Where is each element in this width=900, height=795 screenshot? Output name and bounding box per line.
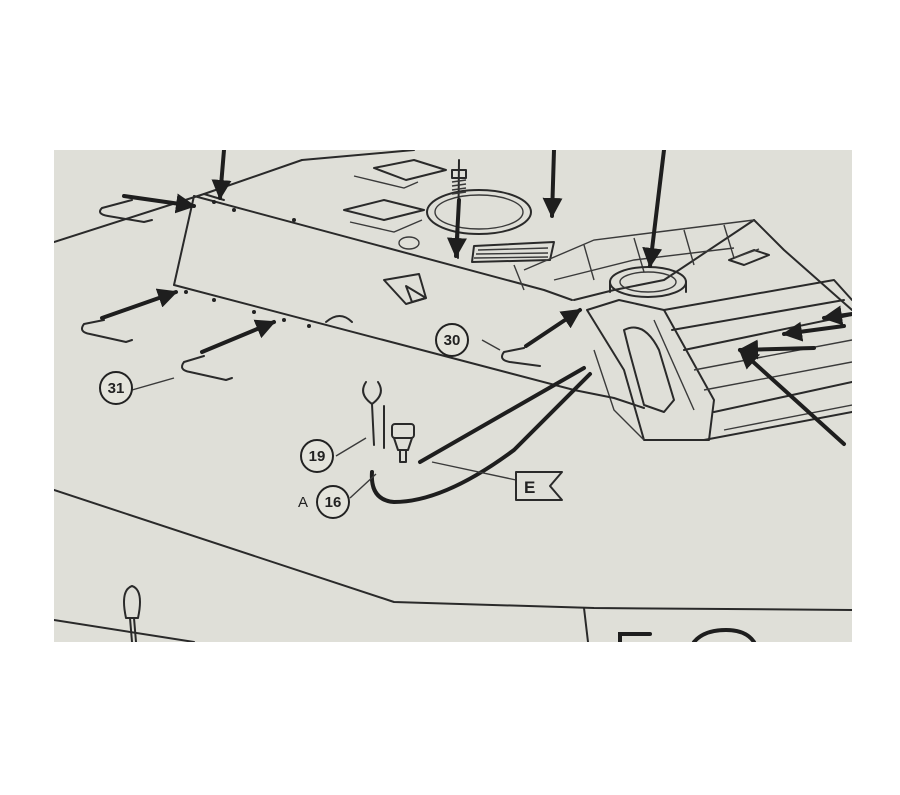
part-16-plug <box>391 423 415 463</box>
callout-30-label: 30 <box>444 332 461 349</box>
antenna-spring-base <box>451 169 467 195</box>
part-19-clamp <box>362 381 385 449</box>
handle-31-lower <box>181 355 233 381</box>
instruction-sheet: 31 30 19 16 A E <box>54 150 852 642</box>
next-step-glyph <box>618 627 756 642</box>
fender-louvres <box>663 279 852 441</box>
exhaust-deflector <box>383 273 427 305</box>
deck-hatch-left <box>343 159 447 250</box>
air-intake-housing <box>573 299 715 441</box>
periscope-ring <box>609 266 687 298</box>
variant-letter: A <box>298 494 308 511</box>
side-stowage-box <box>728 248 770 266</box>
callout-16: 16 <box>316 485 350 519</box>
commander-cupola-ring <box>426 189 555 263</box>
callout-31: 31 <box>99 371 133 405</box>
handle-31-middle <box>81 319 133 343</box>
flag-e-label: E <box>524 478 535 497</box>
assembly-arrows <box>100 150 852 446</box>
handle-31-upper <box>99 199 153 223</box>
cable-hose <box>369 366 592 505</box>
callout-19: 19 <box>300 439 334 473</box>
engine-deck-grille <box>513 219 755 291</box>
leader-lines <box>131 339 517 499</box>
hull-outline <box>54 150 852 642</box>
handle-30 <box>501 347 541 367</box>
tow-shackle <box>325 315 353 323</box>
callout-19-label: 19 <box>309 448 326 465</box>
callout-16-label: 16 <box>325 494 342 511</box>
callout-31-label: 31 <box>108 380 125 397</box>
rear-bolts <box>184 200 311 328</box>
callout-30: 30 <box>435 323 469 357</box>
assembly-diagram: 31 30 19 16 A E <box>54 150 852 642</box>
flag-e: E <box>515 471 563 501</box>
antenna-mount-lower <box>123 585 141 642</box>
